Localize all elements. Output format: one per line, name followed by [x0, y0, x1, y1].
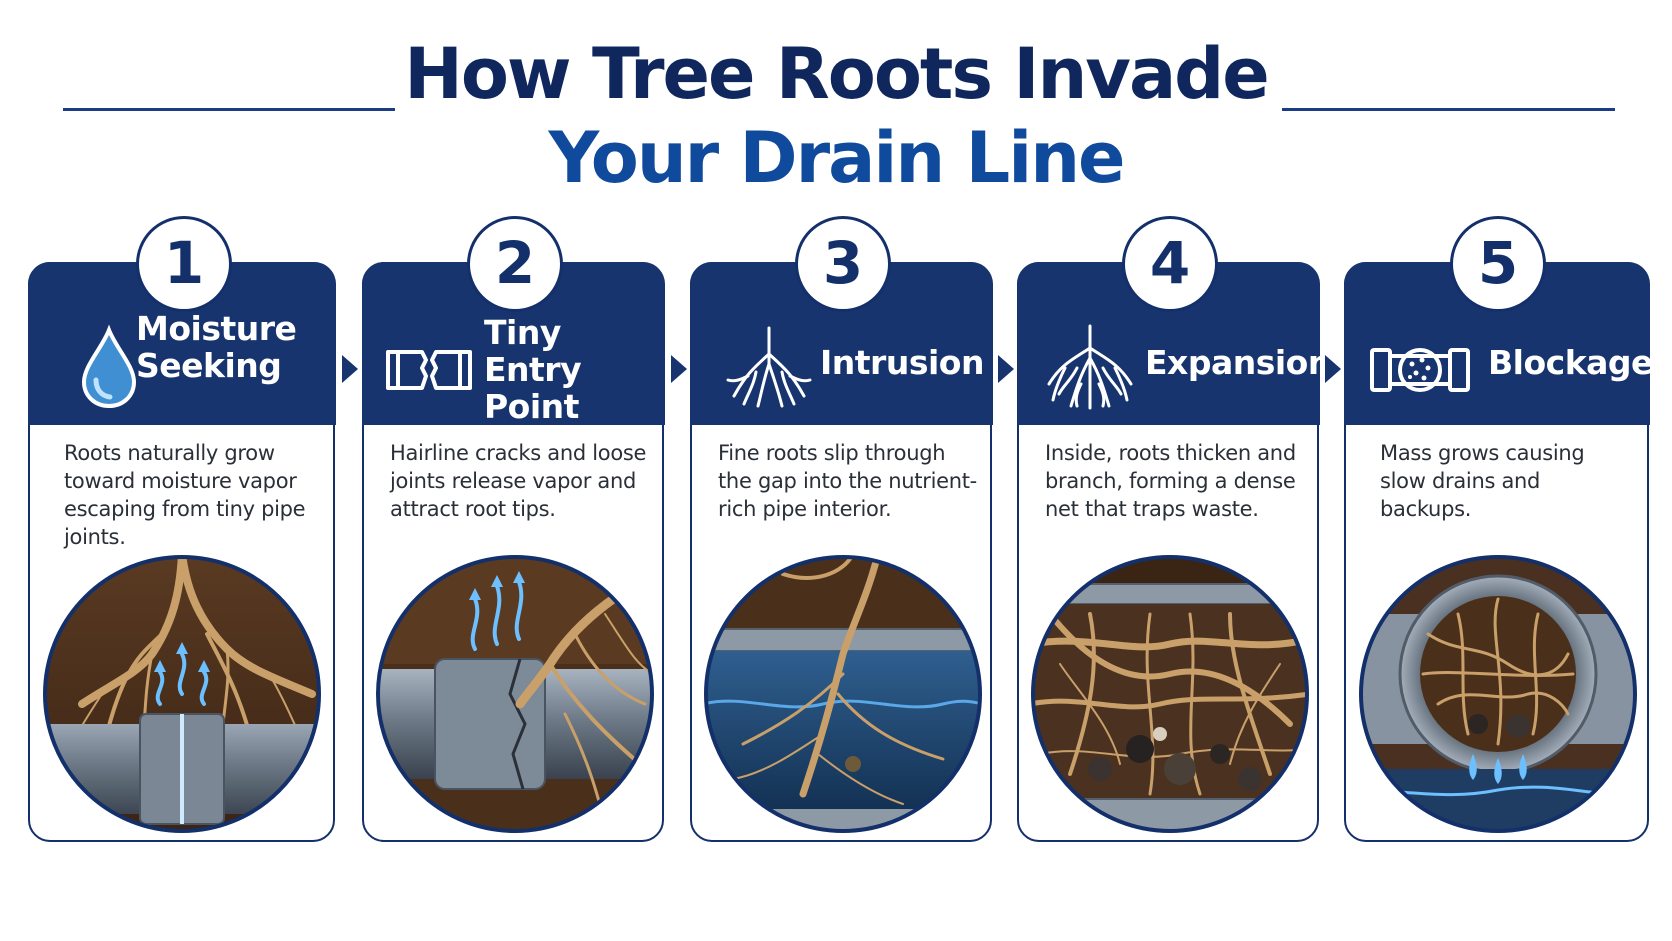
blockage-illustration [1359, 555, 1637, 833]
step-arrow-3 [998, 355, 1014, 383]
tiny-entry-point-illustration [376, 555, 654, 833]
cracked-pipe-joint-icon [386, 350, 472, 390]
expansion-illustration [1031, 555, 1309, 833]
clogged-pipe-icon [1370, 348, 1470, 392]
step-description-1: Roots naturally grow toward moisture vap… [64, 441, 306, 549]
moisture-seeking-illustration [43, 555, 321, 833]
step-number-badge-2: 2 [467, 216, 563, 312]
step-card-3: 3 Intrusion Fine roots slip through the … [689, 216, 993, 842]
step-number-badge-4: 4 [1122, 216, 1218, 312]
step-arrow-4 [1325, 355, 1341, 383]
step-number-badge-3: 3 [795, 216, 891, 312]
step-number-badge-5: 5 [1450, 216, 1546, 312]
step-description-4: Inside, roots thicken and branch, formin… [1045, 441, 1296, 521]
step-number-badge-1: 1 [136, 216, 232, 312]
step-card-1: 1 Moisture Seeking Roots naturally grow … [27, 216, 336, 842]
step-arrow-2 [671, 355, 687, 383]
step-description-5: Mass grows causing slow drains and backu… [1380, 441, 1585, 521]
branching-roots-icon [1047, 324, 1133, 410]
step-description-3: Fine roots slip through the gap into the… [718, 441, 977, 521]
step-card-2: 2 Tiny Entry Point Hairline cracks and l… [361, 216, 665, 842]
step-card-4: 4 Expansion Inside, roots thicken and br… [1016, 216, 1331, 842]
water-drop-icon [81, 324, 137, 409]
page-title-line-2: Your Drain Line [548, 117, 1125, 199]
step-description-2: Hairline cracks and loose joints release… [390, 441, 647, 521]
step-label-5: Blockage [1488, 343, 1653, 382]
step-card-5: 5 Blockage Mass grows causing slow drain… [1343, 216, 1653, 842]
intrusion-illustration [704, 555, 982, 833]
step-label-4: Expansion [1145, 343, 1331, 382]
step-label-1: Moisture Seeking [136, 309, 297, 385]
title-rule-right [1282, 108, 1615, 111]
step-label-3: Intrusion [820, 343, 984, 382]
root-icon [726, 326, 812, 408]
title-rule-left [63, 108, 395, 111]
step-label-2: Tiny Entry Point [484, 313, 582, 426]
step-arrow-1 [342, 355, 358, 383]
page-title-line-1: How Tree Roots Invade [404, 33, 1270, 115]
